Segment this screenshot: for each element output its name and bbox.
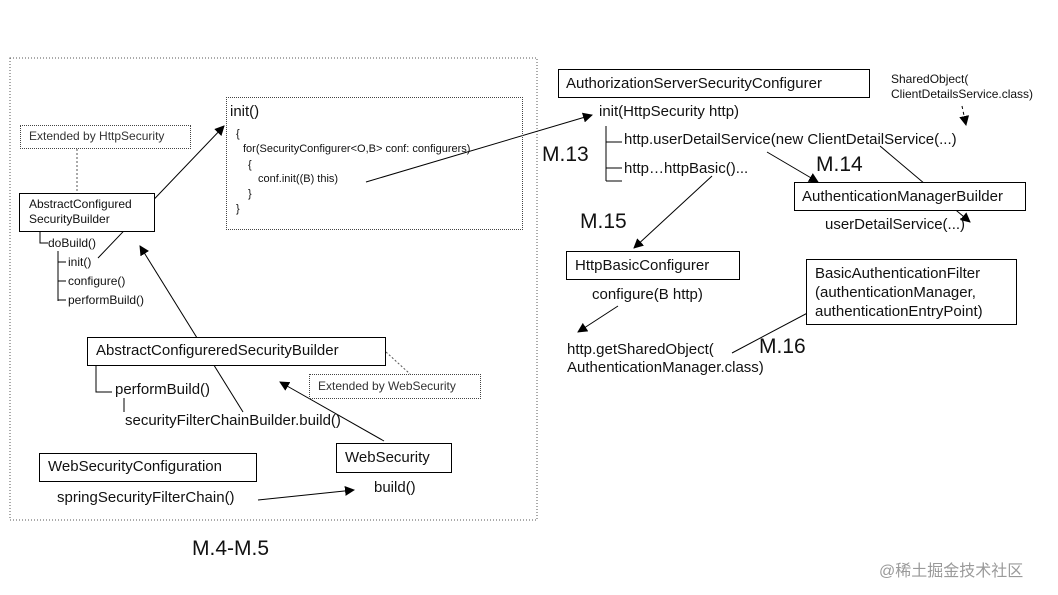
http-basic-label: http…httpBasic()...: [624, 160, 749, 177]
abstract-configurered-box: [87, 337, 386, 366]
marker-m16: M.16: [759, 335, 806, 358]
websecurity-label: WebSecurity: [345, 449, 430, 466]
user-detail-service-label: http.userDetailService(new ClientDetailS…: [624, 131, 957, 148]
performbuild2-label: performBuild(): [115, 381, 211, 398]
init-http-label: init(HttpSecurity http): [599, 103, 740, 120]
auth-server-configurer-label: AuthorizationServerSecurityConfigurer: [566, 75, 822, 92]
left-group-caption: M.4-M.5: [192, 537, 270, 560]
tree-dobuild: [39, 232, 48, 244]
shared-object-line2: ClientDetailsService.class): [891, 87, 1034, 101]
shared-object-line1: SharedObject(: [891, 72, 969, 86]
code-line-5: }: [248, 188, 252, 200]
watermark: @稀土掘金技术社区: [879, 563, 1024, 580]
arrow-confinit-to-init: [365, 112, 593, 183]
code-line-1: {: [236, 128, 240, 140]
arrow-filterchain-to-build: [257, 485, 355, 501]
tree-performbuild: [95, 366, 112, 393]
performbuild-label: performBuild(): [68, 293, 145, 307]
basic-auth-filter-line3: authenticationEntryPoint): [815, 303, 983, 320]
extended-web-link: [385, 351, 411, 375]
code-line-4: conf.init((B) this): [258, 173, 339, 185]
user-detail-service2-label: userDetailService(...): [825, 216, 966, 233]
marker-m13: M.13: [542, 143, 589, 166]
http-basic-configurer-box: [566, 251, 740, 280]
arrow-uds-to-amb: [766, 151, 819, 183]
http-basic-configurer-label: HttpBasicConfigurer: [575, 257, 710, 274]
arrow-websecurity-to-extended: [279, 381, 385, 442]
extended-http-label: Extended by HttpSecurity: [29, 129, 165, 143]
dobuild-label: doBuild(): [48, 236, 97, 250]
filterchain-build-label: securityFilterChainBuilder.build(): [125, 412, 341, 429]
websecurity-box: [336, 443, 452, 473]
basic-auth-filter-line2: (authenticationManager,: [815, 284, 976, 301]
websecurity-configuration-label: WebSecurityConfiguration: [48, 458, 222, 475]
get-shared-object-line2: AuthenticationManager.class): [567, 359, 764, 376]
websecurity-configuration-box: [39, 453, 257, 482]
build-label: build(): [374, 479, 416, 496]
code-line-2: for(SecurityConfigurer<O,B> conf: config…: [243, 143, 471, 155]
marker-m15: M.15: [580, 210, 627, 233]
basic-auth-filter-box: [806, 259, 1017, 325]
spring-filter-chain-label: springSecurityFilterChain(): [57, 489, 235, 506]
auth-server-configurer-box: [558, 69, 870, 98]
abstract-configured-box: [19, 193, 155, 232]
arrow-sharedobject: [959, 105, 970, 126]
configure-b-label: configure(B http): [592, 286, 703, 303]
abstract-configured-line2: SecurityBuilder: [29, 212, 110, 226]
extended-http-box: [20, 125, 191, 149]
arrow-build-to-builder: [139, 245, 244, 413]
init-code-box: [226, 97, 523, 230]
code-line-3: {: [248, 159, 252, 171]
abstract-configurered-label: AbstractConfigureredSecurityBuilder: [96, 342, 339, 359]
auth-manager-builder-box: [794, 182, 1026, 211]
init-code-title: init(): [230, 103, 260, 120]
configure-label: configure(): [68, 274, 126, 288]
extended-web-box: [309, 374, 481, 399]
init-label: init(): [68, 255, 92, 269]
abstract-configured-line1: AbstractConfigured: [29, 197, 132, 211]
code-line-6: }: [236, 203, 240, 215]
extended-web-label: Extended by WebSecurity: [318, 379, 456, 393]
marker-m14: M.14: [816, 153, 863, 176]
basic-auth-filter-line1: BasicAuthenticationFilter: [815, 265, 981, 282]
get-shared-object-line1: http.getSharedObject(: [567, 341, 714, 358]
arrow-init-to-code: [97, 125, 225, 259]
arrow-httpbasic-to-configurer: [633, 175, 713, 249]
arrow-configure-to-shared: [577, 305, 619, 333]
left-group-border: [9, 57, 538, 521]
auth-manager-builder-label: AuthenticationManagerBuilder: [802, 188, 1003, 205]
